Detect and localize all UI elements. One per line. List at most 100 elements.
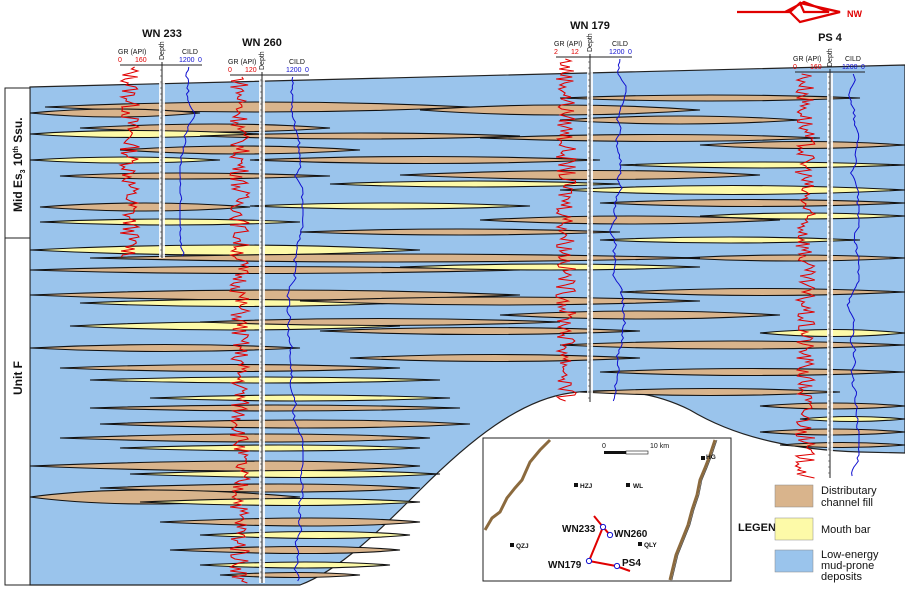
gr-label: GR (API)	[118, 49, 146, 56]
sand-lens	[579, 387, 841, 397]
well-name-label: PS 4	[818, 32, 843, 44]
gr-scale-max: 12	[571, 49, 579, 56]
legend-swatch-mud	[774, 549, 814, 573]
map-place-qzj: QZJ	[516, 543, 529, 550]
map-place-marker-hzj	[574, 483, 578, 487]
sand-lens	[89, 404, 461, 412]
legend-swatch-mouth-bar	[774, 517, 814, 541]
map-scale-end: 10 km	[650, 443, 669, 450]
legend-label-mud: Low-energy mud-prone deposits	[821, 549, 882, 583]
cild-label: CILD	[182, 49, 198, 56]
sand-lens	[299, 296, 701, 306]
map-well-label-wn233: WN233	[562, 524, 596, 535]
sand-lens	[29, 460, 421, 472]
gr-scale-min: 0	[793, 64, 797, 71]
unit-column-upper	[4, 87, 31, 239]
sand-lens	[159, 517, 421, 527]
depth-label: Depth	[587, 33, 594, 52]
sand-lens	[39, 202, 251, 212]
map-fault-left	[483, 438, 552, 531]
sand-lens	[199, 530, 411, 540]
cild-scale-max: 1200	[609, 49, 625, 56]
cild-label: CILD	[845, 56, 861, 63]
cild-scale-max: 1200	[286, 67, 302, 74]
map-place-hg: HG	[706, 454, 716, 461]
sand-lens	[619, 287, 905, 297]
gr-curve	[794, 73, 817, 479]
map-fault-right-edge	[671, 439, 718, 581]
legend-swatch-channel	[774, 484, 814, 508]
map-scale-bar-black	[604, 451, 626, 454]
cild-label: CILD	[612, 41, 628, 48]
gr-scale-max: 160	[135, 57, 147, 64]
sand-lens	[149, 394, 451, 402]
legend: LEGEND Distributary channel fill Mouth b…	[738, 484, 882, 583]
well-name-label: WN 260	[242, 37, 282, 49]
upper-unit-label: Mid Es3 10th Ssu.	[11, 117, 27, 212]
map-scale-start: 0	[602, 443, 606, 450]
gr-scale-min: 2	[554, 49, 558, 56]
cild-scale-min: 0	[628, 49, 632, 56]
gr-curve	[555, 58, 577, 402]
map-place-marker-qly	[638, 542, 642, 546]
map-place-qly: QLY	[644, 542, 657, 549]
map-well-ps4	[613, 562, 621, 570]
map-well-label-wn179: WN179	[548, 560, 582, 571]
map-well-wn233	[599, 523, 607, 531]
inset-map: 0 10 km HZJ WL QZJ QLY HG WN233 WN260 WN…	[482, 437, 732, 582]
cild-curve	[846, 73, 860, 477]
gr-curve	[228, 76, 252, 584]
gr-label: GR (API)	[228, 59, 256, 66]
direction-arrow: NW	[737, 0, 862, 24]
cild-label: CILD	[289, 59, 305, 66]
sand-lens	[559, 340, 905, 350]
sand-lens	[29, 156, 221, 164]
depth-label: Depth	[827, 48, 834, 67]
map-place-hzj: HZJ	[580, 483, 593, 490]
sand-lens	[419, 104, 701, 116]
map-scale-bar-white	[625, 450, 649, 455]
map-place-marker-hg	[701, 456, 705, 460]
sand-lens	[119, 444, 421, 452]
direction-arrow-head	[789, 1, 841, 24]
sand-lens	[199, 132, 521, 140]
cild-curve	[609, 58, 627, 402]
gr-curve	[118, 66, 141, 258]
cild-curve	[286, 76, 304, 582]
sand-lens	[559, 94, 861, 102]
well-name-label: WN 233	[142, 28, 182, 40]
gr-scale-max: 160	[810, 64, 822, 71]
cild-scale-min: 0	[305, 67, 309, 74]
cild-scale-max: 1200	[842, 64, 858, 71]
sand-lens	[29, 343, 301, 353]
sand-lens	[219, 571, 361, 579]
legend-label-channel: Distributary channel fill	[821, 485, 880, 509]
unit-column-lower	[4, 237, 31, 586]
depth-label: Depth	[259, 51, 266, 70]
map-well-wn260	[606, 531, 614, 539]
map-well-wn179	[585, 557, 593, 565]
map-place-marker-wl	[626, 483, 630, 487]
sand-lens	[59, 363, 401, 373]
sand-lens	[699, 212, 905, 220]
sand-lens	[299, 228, 621, 236]
gr-label: GR (API)	[554, 41, 582, 48]
sand-lens	[559, 184, 905, 196]
gr-scale-max: 120	[245, 67, 257, 74]
sand-lens	[599, 236, 861, 244]
map-fault-right	[668, 439, 717, 581]
sand-lens	[249, 202, 531, 210]
well-name-label: WN 179	[570, 20, 610, 32]
cild-scale-max: 1200	[179, 57, 195, 64]
sand-lens	[619, 161, 905, 169]
map-place-wl: WL	[633, 483, 643, 490]
legend-label-mouth-bar: Mouth bar	[821, 524, 871, 536]
sand-lens	[479, 215, 781, 225]
sand-lens	[679, 254, 905, 262]
cild-scale-min: 0	[198, 57, 202, 64]
inset-map-frame	[482, 437, 732, 582]
